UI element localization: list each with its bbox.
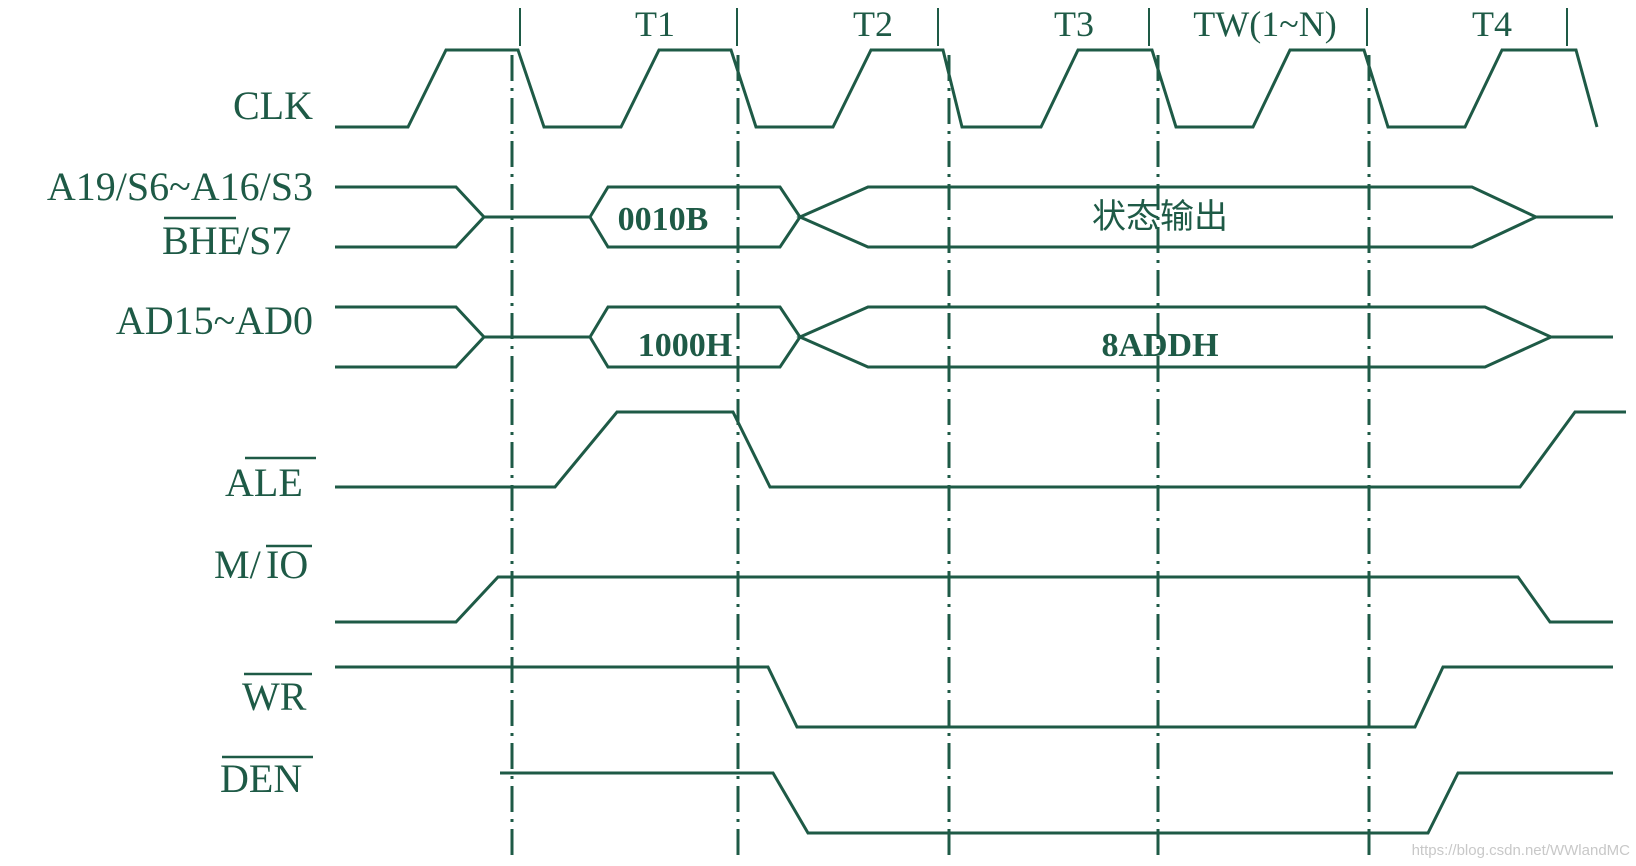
wr-label: WR bbox=[242, 672, 312, 719]
period-labels: T1 T2 T3 TW(1~N) T4 bbox=[635, 4, 1512, 44]
mio-label-prefix: M/ bbox=[214, 542, 262, 587]
bhe-label-suffix: /S7 bbox=[238, 218, 291, 263]
period-label-t1: T1 bbox=[635, 4, 675, 44]
ale-waveform bbox=[335, 410, 1626, 489]
mio-label: M/ IO bbox=[214, 542, 312, 587]
addr-status-bus-shape bbox=[335, 185, 487, 249]
period-label-t2: T2 bbox=[853, 4, 893, 44]
den-label: DEN bbox=[220, 755, 313, 801]
den-label-name: DEN bbox=[220, 756, 302, 801]
bhe-label: BHE /S7 bbox=[162, 216, 291, 263]
mio-waveform bbox=[335, 575, 1613, 624]
wr-waveform bbox=[335, 665, 1613, 729]
addr-status-label: A19/S6~A16/S3 bbox=[47, 164, 313, 209]
wr-label-name: WR bbox=[242, 674, 307, 719]
ad-bus: 1000H 8ADDH bbox=[335, 305, 1613, 369]
addr-status-rest-value: 状态输出 bbox=[1092, 197, 1228, 237]
clk-label: CLK bbox=[233, 83, 313, 128]
period-label-tw: TW(1~N) bbox=[1193, 4, 1336, 44]
addr-status-t1-value: 0010B bbox=[618, 201, 709, 238]
ale-label: ALE bbox=[225, 456, 316, 505]
watermark-text: https://blog.csdn.net/WWlandMC bbox=[1412, 842, 1631, 859]
clock-edge-guides bbox=[510, 55, 1371, 862]
ale-label-name: ALE bbox=[225, 460, 303, 505]
signal-labels: CLK A19/S6~A16/S3 BHE /S7 AD15~AD0 ALE M… bbox=[47, 83, 316, 801]
den-waveform bbox=[500, 771, 1613, 835]
period-label-t3: T3 bbox=[1054, 4, 1094, 44]
bhe-label-name: BHE bbox=[162, 218, 242, 263]
ad-rest-value: 8ADDH bbox=[1101, 327, 1218, 364]
clk-waveform bbox=[335, 48, 1599, 129]
ad-bus-shape bbox=[335, 305, 487, 369]
period-label-t4: T4 bbox=[1472, 4, 1512, 44]
ad-t1-value: 1000H bbox=[638, 327, 732, 364]
mio-label-io: IO bbox=[266, 542, 308, 587]
ad-bus-label: AD15~AD0 bbox=[116, 298, 313, 343]
addr-status-bus: 0010B 状态输出 bbox=[335, 185, 1613, 249]
period-ticks bbox=[519, 8, 1568, 46]
